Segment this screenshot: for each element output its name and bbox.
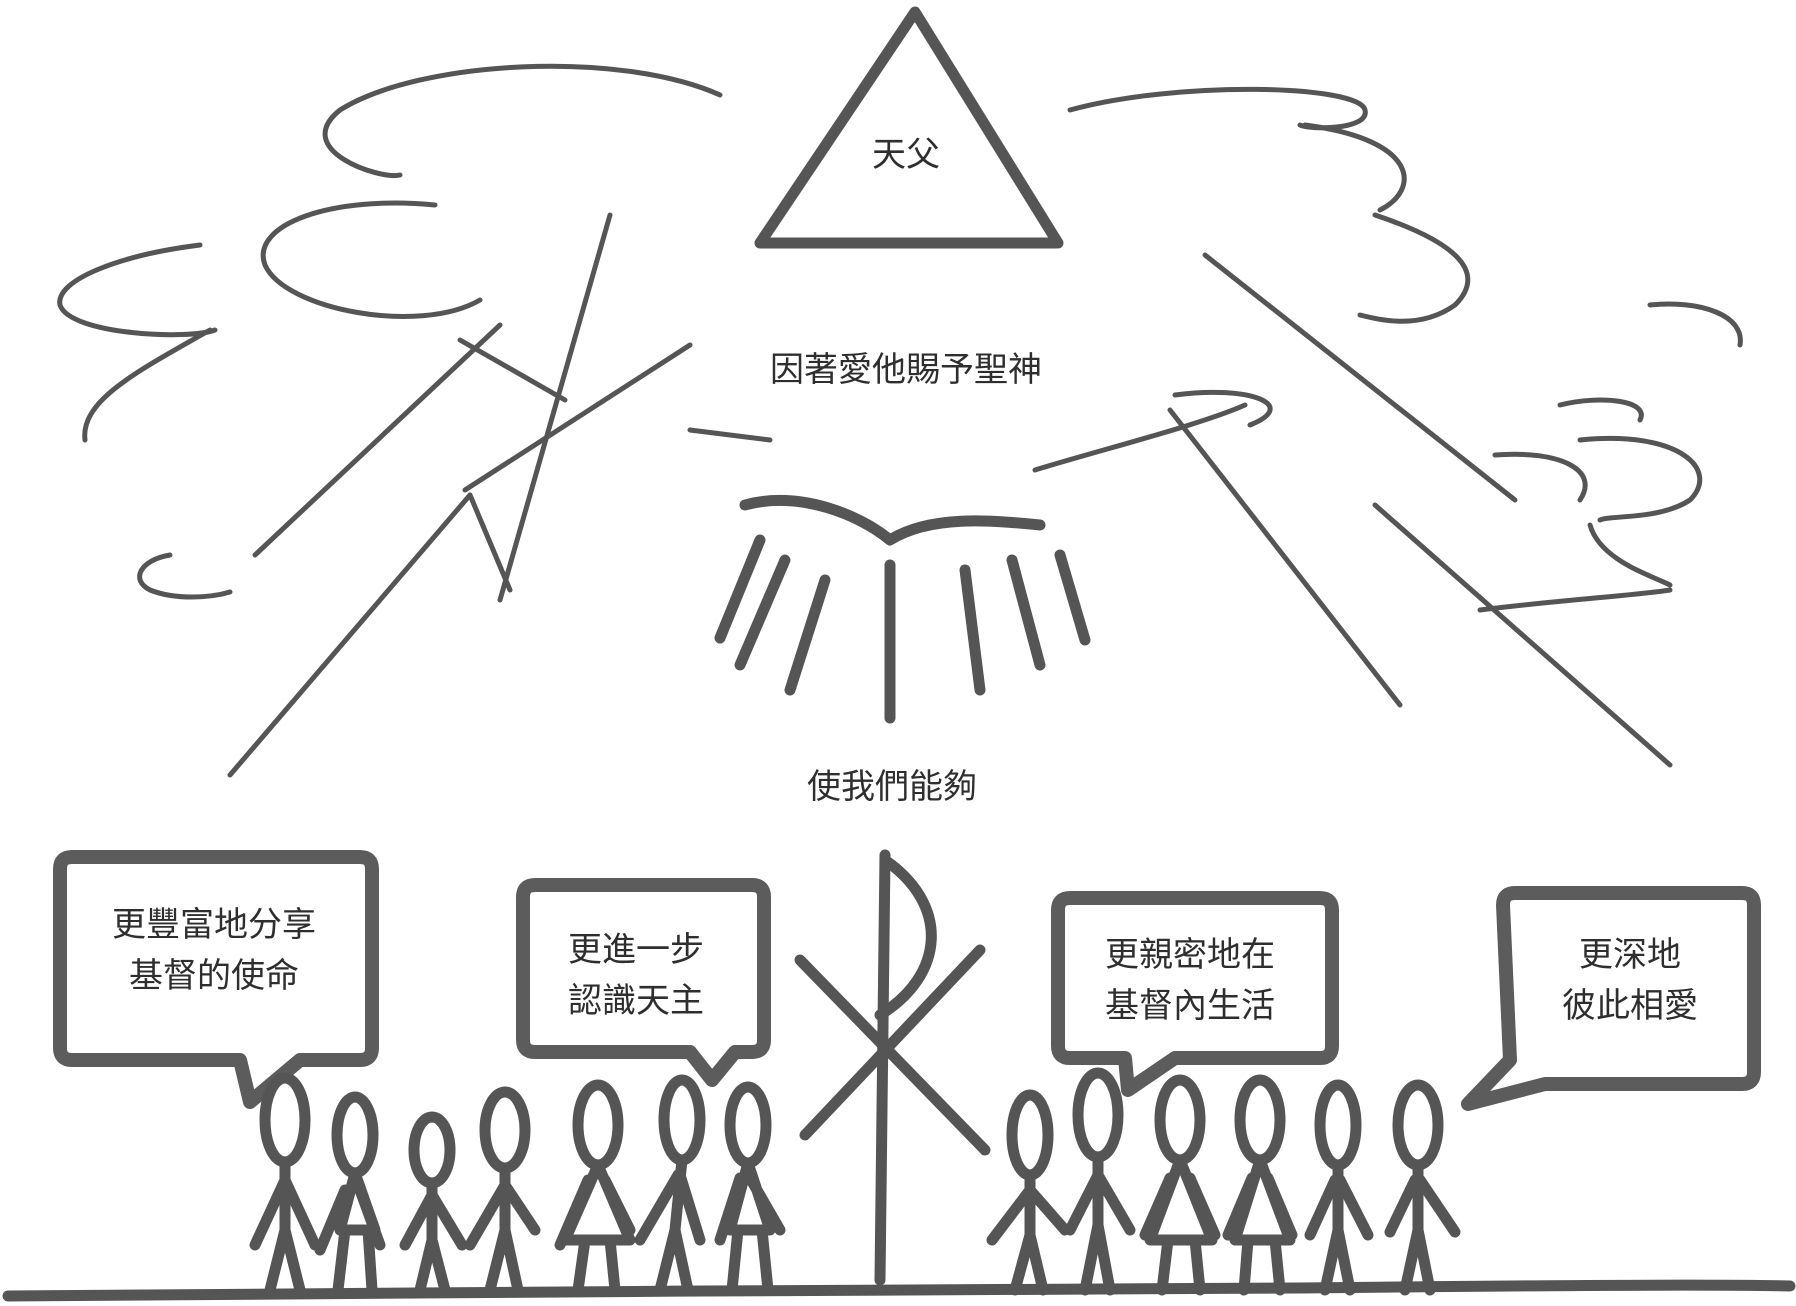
triangle-icon xyxy=(754,6,1064,249)
bubble-text-2: 更進一步 認識天主 xyxy=(568,925,704,1027)
bubble-1-line-2: 基督的使命 xyxy=(129,956,299,996)
clouds xyxy=(57,63,1743,613)
bubble-text-1: 更豐富地分享 基督的使命 xyxy=(112,900,316,1002)
person-figure xyxy=(714,1081,786,1296)
father-label: 天父 xyxy=(872,135,940,175)
bubble-4-line-1: 更深地 xyxy=(1579,935,1681,975)
person-figure xyxy=(399,1111,468,1296)
enables-caption: 使我們能夠 xyxy=(807,767,977,807)
bubble-2-line-1: 更進一步 xyxy=(568,930,704,970)
person-figure xyxy=(314,1091,386,1296)
bubble-4-line-2: 彼此相愛 xyxy=(1562,986,1698,1026)
people-group-left xyxy=(249,1072,786,1296)
person-figure xyxy=(1139,1074,1221,1296)
speech-bubble-3 xyxy=(1051,891,1339,1097)
person-figure xyxy=(1222,1074,1298,1296)
person-figure xyxy=(464,1086,541,1296)
spirit-caption: 因著愛他賜予聖神 xyxy=(770,350,1042,390)
bubble-2-line-2: 認識天主 xyxy=(568,981,704,1021)
speech-bubble-2 xyxy=(516,878,771,1087)
person-figure xyxy=(249,1072,321,1296)
person-figure xyxy=(1304,1079,1374,1296)
rays xyxy=(227,212,1673,778)
bubble-text-4: 更深地 彼此相愛 xyxy=(1562,930,1698,1032)
person-figure xyxy=(1384,1079,1461,1296)
bubble-3-line-2: 基督內生活 xyxy=(1105,986,1275,1026)
people-group-right xyxy=(986,1067,1461,1296)
bubble-3-line-1: 更親密地在 xyxy=(1105,935,1275,975)
speech-bubble-4 xyxy=(1461,886,1761,1111)
chi-rho-icon xyxy=(794,849,991,1286)
person-figure xyxy=(1064,1067,1136,1296)
bubble-1-line-1: 更豐富地分享 xyxy=(112,905,316,945)
person-figure xyxy=(554,1079,636,1296)
person-figure xyxy=(986,1089,1071,1296)
person-figure xyxy=(634,1074,706,1296)
dove-icon xyxy=(714,495,1091,724)
ground-line xyxy=(2,1279,1796,1302)
bubble-text-3: 更親密地在 基督內生活 xyxy=(1105,930,1275,1032)
